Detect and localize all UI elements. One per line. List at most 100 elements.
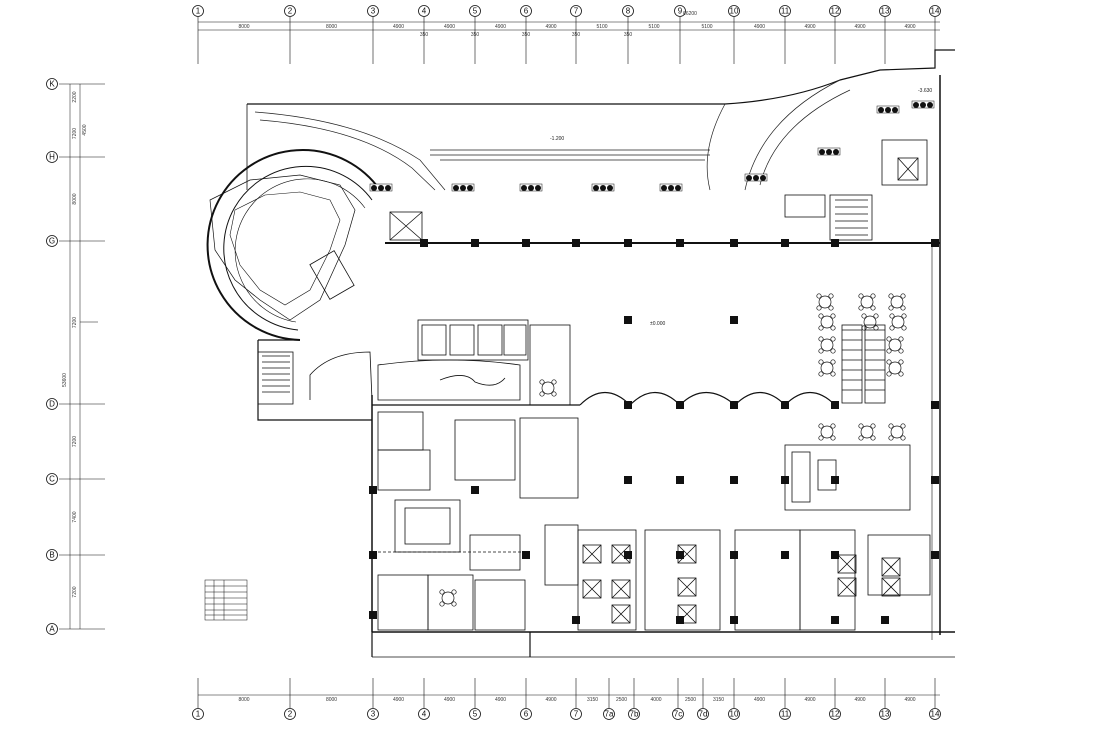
round-table: [816, 293, 834, 311]
seat-group: [744, 173, 768, 182]
dim-top-segment: 8000: [238, 24, 249, 30]
axis-bubble-top: 5: [469, 5, 481, 17]
column: [572, 616, 580, 624]
column: [676, 239, 684, 247]
column: [624, 551, 632, 559]
dim-top-segment: 4900: [495, 24, 506, 30]
dim-top-segment: 5100: [701, 24, 712, 30]
column: [831, 239, 839, 247]
dim-bottom-segment: 4900: [393, 697, 404, 703]
round-table: [858, 423, 876, 441]
dim-top-segment: 4900: [854, 24, 865, 30]
seat-group: [876, 105, 900, 114]
elevator: [611, 544, 631, 564]
dim-left-segment: 7400: [72, 511, 78, 522]
axis-bubble-bottom: 3: [367, 708, 379, 720]
svg-text:3: 3: [371, 7, 376, 16]
svg-text:14: 14: [931, 710, 940, 719]
round-table: [886, 336, 904, 354]
column: [931, 401, 939, 409]
axis-bubble-top: 12: [829, 5, 841, 17]
axis-bubble-bottom: 14: [929, 708, 941, 720]
round-table: [888, 423, 906, 441]
dim-bottom-segment: 4900: [495, 697, 506, 703]
axis-bubble-bottom: 10: [728, 708, 740, 720]
elevator: [881, 577, 901, 597]
svg-text:9: 9: [678, 7, 683, 16]
svg-text:13: 13: [881, 7, 890, 16]
svg-text:B: B: [49, 551, 54, 560]
elevator: [677, 604, 697, 624]
column: [881, 616, 889, 624]
svg-text:A: A: [49, 625, 55, 634]
svg-text:7d: 7d: [699, 710, 708, 719]
round-table: [861, 313, 879, 331]
axis-bubble-left: D: [46, 398, 58, 410]
column: [522, 239, 530, 247]
round-table: [818, 336, 836, 354]
column: [730, 476, 738, 484]
dim-left-segment: 2200: [72, 91, 78, 102]
dim-left-sub: 4500: [82, 124, 88, 135]
north-terrace: [254, 79, 851, 191]
dim-bottom-segment: 2500: [616, 697, 627, 703]
dim-top-sub: 350: [522, 32, 531, 38]
rooms: [209, 139, 931, 631]
dim-top-segment: 4900: [393, 24, 404, 30]
svg-text:5: 5: [473, 7, 478, 16]
svg-text:5: 5: [473, 710, 478, 719]
dim-left-segment: 8000: [72, 193, 78, 204]
axis-bubble-bottom: 1: [192, 708, 204, 720]
axis-bubble-bottom: 7b: [628, 708, 640, 720]
svg-text:7c: 7c: [674, 710, 682, 719]
round-table: [818, 359, 836, 377]
svg-text:7: 7: [574, 710, 579, 719]
building-walls: [206, 49, 955, 658]
column: [781, 239, 789, 247]
column: [369, 611, 377, 619]
svg-text:10: 10: [730, 7, 739, 16]
dim-bottom-segment: 2500: [685, 697, 696, 703]
dim-bottom-segment: 3150: [587, 697, 598, 703]
elevator: [837, 554, 857, 574]
dim-top-sub: 350: [420, 32, 429, 38]
axis-bubble-left: B: [46, 549, 58, 561]
svg-text:7: 7: [574, 7, 579, 16]
round-table: [889, 313, 907, 331]
elevator: [582, 579, 602, 599]
axis-bubble-bottom: 2: [284, 708, 296, 720]
column: [624, 316, 632, 324]
dim-bottom-segment: 4900: [904, 697, 915, 703]
elevator: [881, 557, 901, 577]
dim-bottom-segment: 4900: [754, 697, 765, 703]
column: [369, 551, 377, 559]
round-tables: [439, 293, 907, 607]
axis-bubble-bottom: 5: [469, 708, 481, 720]
round-table: [439, 589, 457, 607]
seat-group: [591, 183, 615, 192]
dim-left-segment: 7200: [72, 317, 78, 328]
dim-top-sub: 350: [572, 32, 581, 38]
svg-text:12: 12: [831, 710, 840, 719]
column: [676, 476, 684, 484]
axis-bubble-bottom: 7: [570, 708, 582, 720]
column: [730, 551, 738, 559]
axis-bubble-left: H: [46, 151, 58, 163]
dim-bottom-segment: 4900: [545, 697, 556, 703]
dim-top-sub: 350: [471, 32, 480, 38]
axis-bubble-bottom: 7a: [603, 708, 615, 720]
dim-bottom-segment: 4900: [854, 697, 865, 703]
svg-text:D: D: [49, 400, 55, 409]
svg-text:8: 8: [626, 7, 631, 16]
axis-bubble-top: 6: [520, 5, 532, 17]
dim-left-segment: 7200: [72, 128, 78, 139]
dim-left-total: 53600: [62, 373, 68, 387]
axis-bubble-top: 10: [728, 5, 740, 17]
svg-text:1: 1: [196, 7, 201, 16]
column: [624, 401, 632, 409]
svg-text:12: 12: [831, 7, 840, 16]
column: [730, 401, 738, 409]
round-table: [888, 293, 906, 311]
dim-bottom-segment: 8000: [326, 697, 337, 703]
